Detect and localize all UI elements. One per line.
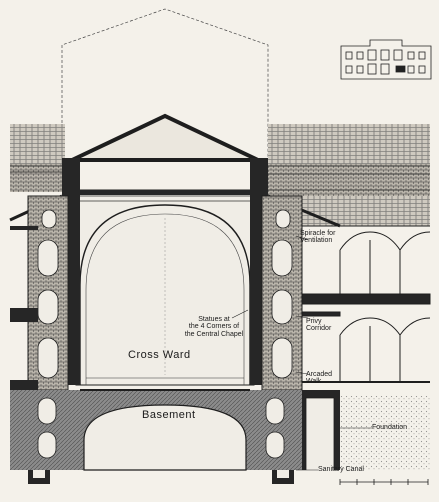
cross-ward-label: Cross Ward [128,349,191,361]
statues-label: Statues at the 4 Corners of the Central … [178,316,250,338]
spiracle-line-2: Ventilation [300,237,333,245]
spiracle-label: Spiracle for Ventilation [300,230,335,245]
foundation-label: Foundation [372,424,408,431]
sanitary-canal-label: Sanitary Canal [318,466,364,473]
spiracle-line-1: Spiracle for [300,230,336,237]
foundation-soil [340,396,430,470]
arcaded-line-1: Arcaded [306,371,333,378]
basement-label: Basement [142,409,196,421]
right-tower [261,195,303,391]
left-roof [10,124,65,192]
privy-corridor-label: Privy Corridor [306,318,331,333]
statues-line-2: the 4 Corners of [188,323,240,331]
arcaded-line-2: Walk [306,378,322,386]
scale-bar [339,479,429,485]
central-chapel [71,113,259,386]
privy-line-2: Corridor [306,325,332,333]
key-plan [340,39,432,80]
left-wing [10,226,38,390]
arcade-wing [301,225,431,383]
privy-line-1: Privy [306,318,322,325]
sanitary-canals [28,470,294,484]
basement [10,389,340,471]
statues-line-1: Statues at [198,316,230,323]
left-tower [27,195,69,391]
statues-line-3: the Central Chapel [184,330,244,338]
leader-lines [231,235,372,471]
arcaded-walk-label: Arcaded Walk [306,371,332,386]
dashed-outline [61,8,269,158]
